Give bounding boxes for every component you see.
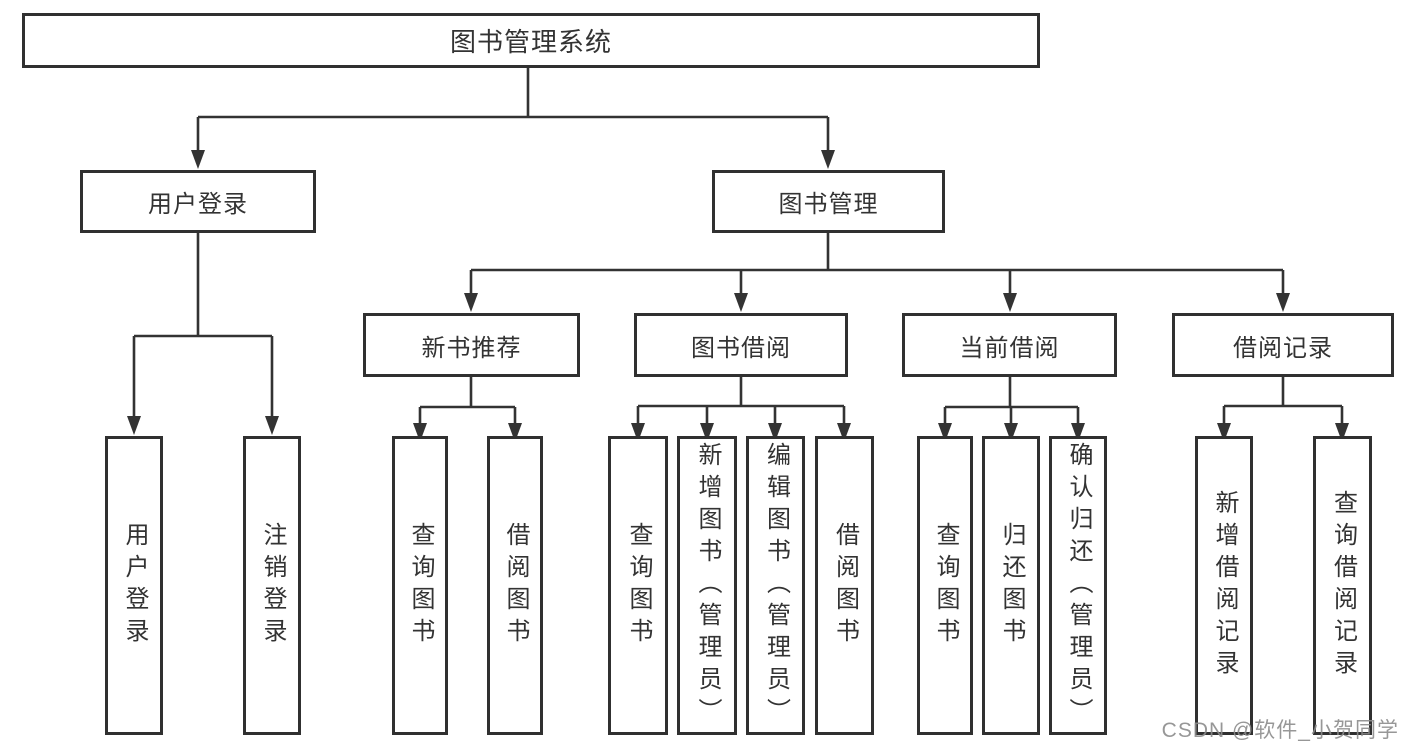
node-label: 编辑图书（管理员）	[762, 441, 790, 730]
leaf-borrow-books: 借阅图书	[815, 436, 874, 735]
node-label: 查询图书	[625, 521, 652, 650]
arrow-down-icon	[508, 423, 522, 442]
leaf-query-books-borrow: 查询图书	[608, 436, 668, 735]
arrow-down-icon	[1071, 423, 1085, 442]
node-label: 借阅图书	[831, 521, 859, 650]
leaf-logout: 注销登录	[243, 436, 301, 735]
node-current-borrow: 当前借阅	[902, 313, 1117, 377]
arrow-down-icon	[1335, 423, 1349, 442]
connector-records-to-leaves	[1222, 377, 1344, 424]
arrow-down-icon	[1217, 423, 1231, 442]
node-label: 归还图书	[998, 521, 1025, 650]
leaf-user-login: 用户登录	[105, 436, 163, 735]
node-library-management-system: 图书管理系统	[22, 13, 1040, 68]
connector-userlogin-to-leaves	[132, 233, 274, 418]
node-book-management: 图书管理	[712, 170, 945, 233]
node-label: 用户登录	[121, 521, 148, 650]
arrow-down-icon	[734, 293, 748, 312]
arrow-down-icon	[631, 423, 645, 442]
leaf-add-borrow-record: 新增借阅记录	[1195, 436, 1253, 735]
arrow-down-icon	[938, 423, 952, 442]
arrow-down-icon	[464, 293, 478, 312]
node-label: 图书借阅	[691, 334, 791, 362]
arrowhead-icons	[127, 150, 1349, 442]
node-label: 注销登录	[259, 521, 286, 650]
arrow-down-icon	[821, 150, 835, 169]
node-label: 用户登录	[148, 191, 248, 218]
arrow-down-icon	[1276, 293, 1290, 312]
node-label: 查询借阅记录	[1329, 489, 1357, 682]
connector-root-to-level2	[196, 68, 830, 151]
node-label: 图书管理系统	[449, 27, 612, 57]
arrow-down-icon	[837, 423, 851, 442]
node-borrow-records: 借阅记录	[1172, 313, 1394, 377]
arrow-down-icon	[413, 423, 427, 442]
node-label: 借阅记录	[1233, 334, 1333, 362]
leaf-return-books: 归还图书	[982, 436, 1040, 735]
node-book-borrow: 图书借阅	[634, 313, 848, 377]
node-label: 图书管理	[778, 191, 879, 218]
connector-lines	[132, 68, 1344, 424]
arrow-down-icon	[700, 423, 714, 442]
node-label: 确认归还（管理员）	[1065, 441, 1092, 730]
arrow-down-icon	[191, 150, 205, 169]
leaf-add-book-admin: 新增图书（管理员）	[677, 436, 737, 735]
node-label: 借阅图书	[502, 521, 529, 650]
connector-currentborrow-to-leaves	[943, 377, 1080, 424]
leaf-confirm-return-admin: 确认归还（管理员）	[1049, 436, 1107, 735]
leaf-borrow-books-recommend: 借阅图书	[487, 436, 543, 735]
node-label: 查询图书	[932, 521, 959, 650]
node-label: 新增借阅记录	[1211, 489, 1238, 682]
leaf-query-books-recommend: 查询图书	[392, 436, 448, 735]
node-label: 当前借阅	[959, 334, 1060, 362]
arrow-down-icon	[127, 416, 141, 435]
node-label: 新书推荐	[421, 334, 522, 362]
leaf-edit-book-admin: 编辑图书（管理员）	[746, 436, 805, 735]
connector-bookborrow-to-leaves	[636, 377, 846, 424]
arrow-down-icon	[265, 416, 279, 435]
node-new-book-recommend: 新书推荐	[363, 313, 580, 377]
node-user-login: 用户登录	[80, 170, 316, 233]
node-label: 新增图书（管理员）	[694, 441, 721, 730]
node-label: 查询图书	[407, 521, 434, 650]
arrow-down-icon	[1004, 423, 1018, 442]
arrow-down-icon	[768, 423, 782, 442]
csdn-watermark: CSDN @软件_小贺同学	[1161, 719, 1399, 742]
connector-bookmgmt-to-level3	[469, 233, 1285, 295]
connector-newbook-to-leaves	[418, 377, 517, 424]
leaf-query-books-current: 查询图书	[917, 436, 973, 735]
leaf-query-borrow-record: 查询借阅记录	[1313, 436, 1372, 735]
arrow-down-icon	[1003, 293, 1017, 312]
